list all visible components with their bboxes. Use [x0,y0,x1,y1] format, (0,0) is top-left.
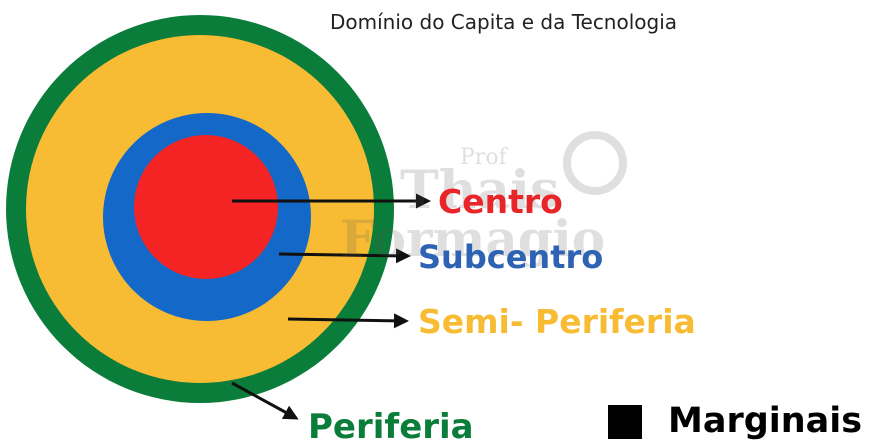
arrow-semi-periferia [287,313,409,329]
label-subcentro: Subcentro [418,238,604,276]
label-periferia: Periferia [308,407,474,447]
arrow-subcentro [278,248,411,264]
ring-centro [134,135,278,279]
diagram-title: Domínio do Capita e da Tecnologia [330,10,678,34]
label-centro: Centro [438,182,563,221]
label-marginais: Marginais [668,401,863,441]
arrow-periferia [231,381,299,420]
marginais-square-icon [608,405,642,439]
label-semi-periferia: Semi- Periferia [418,302,696,341]
